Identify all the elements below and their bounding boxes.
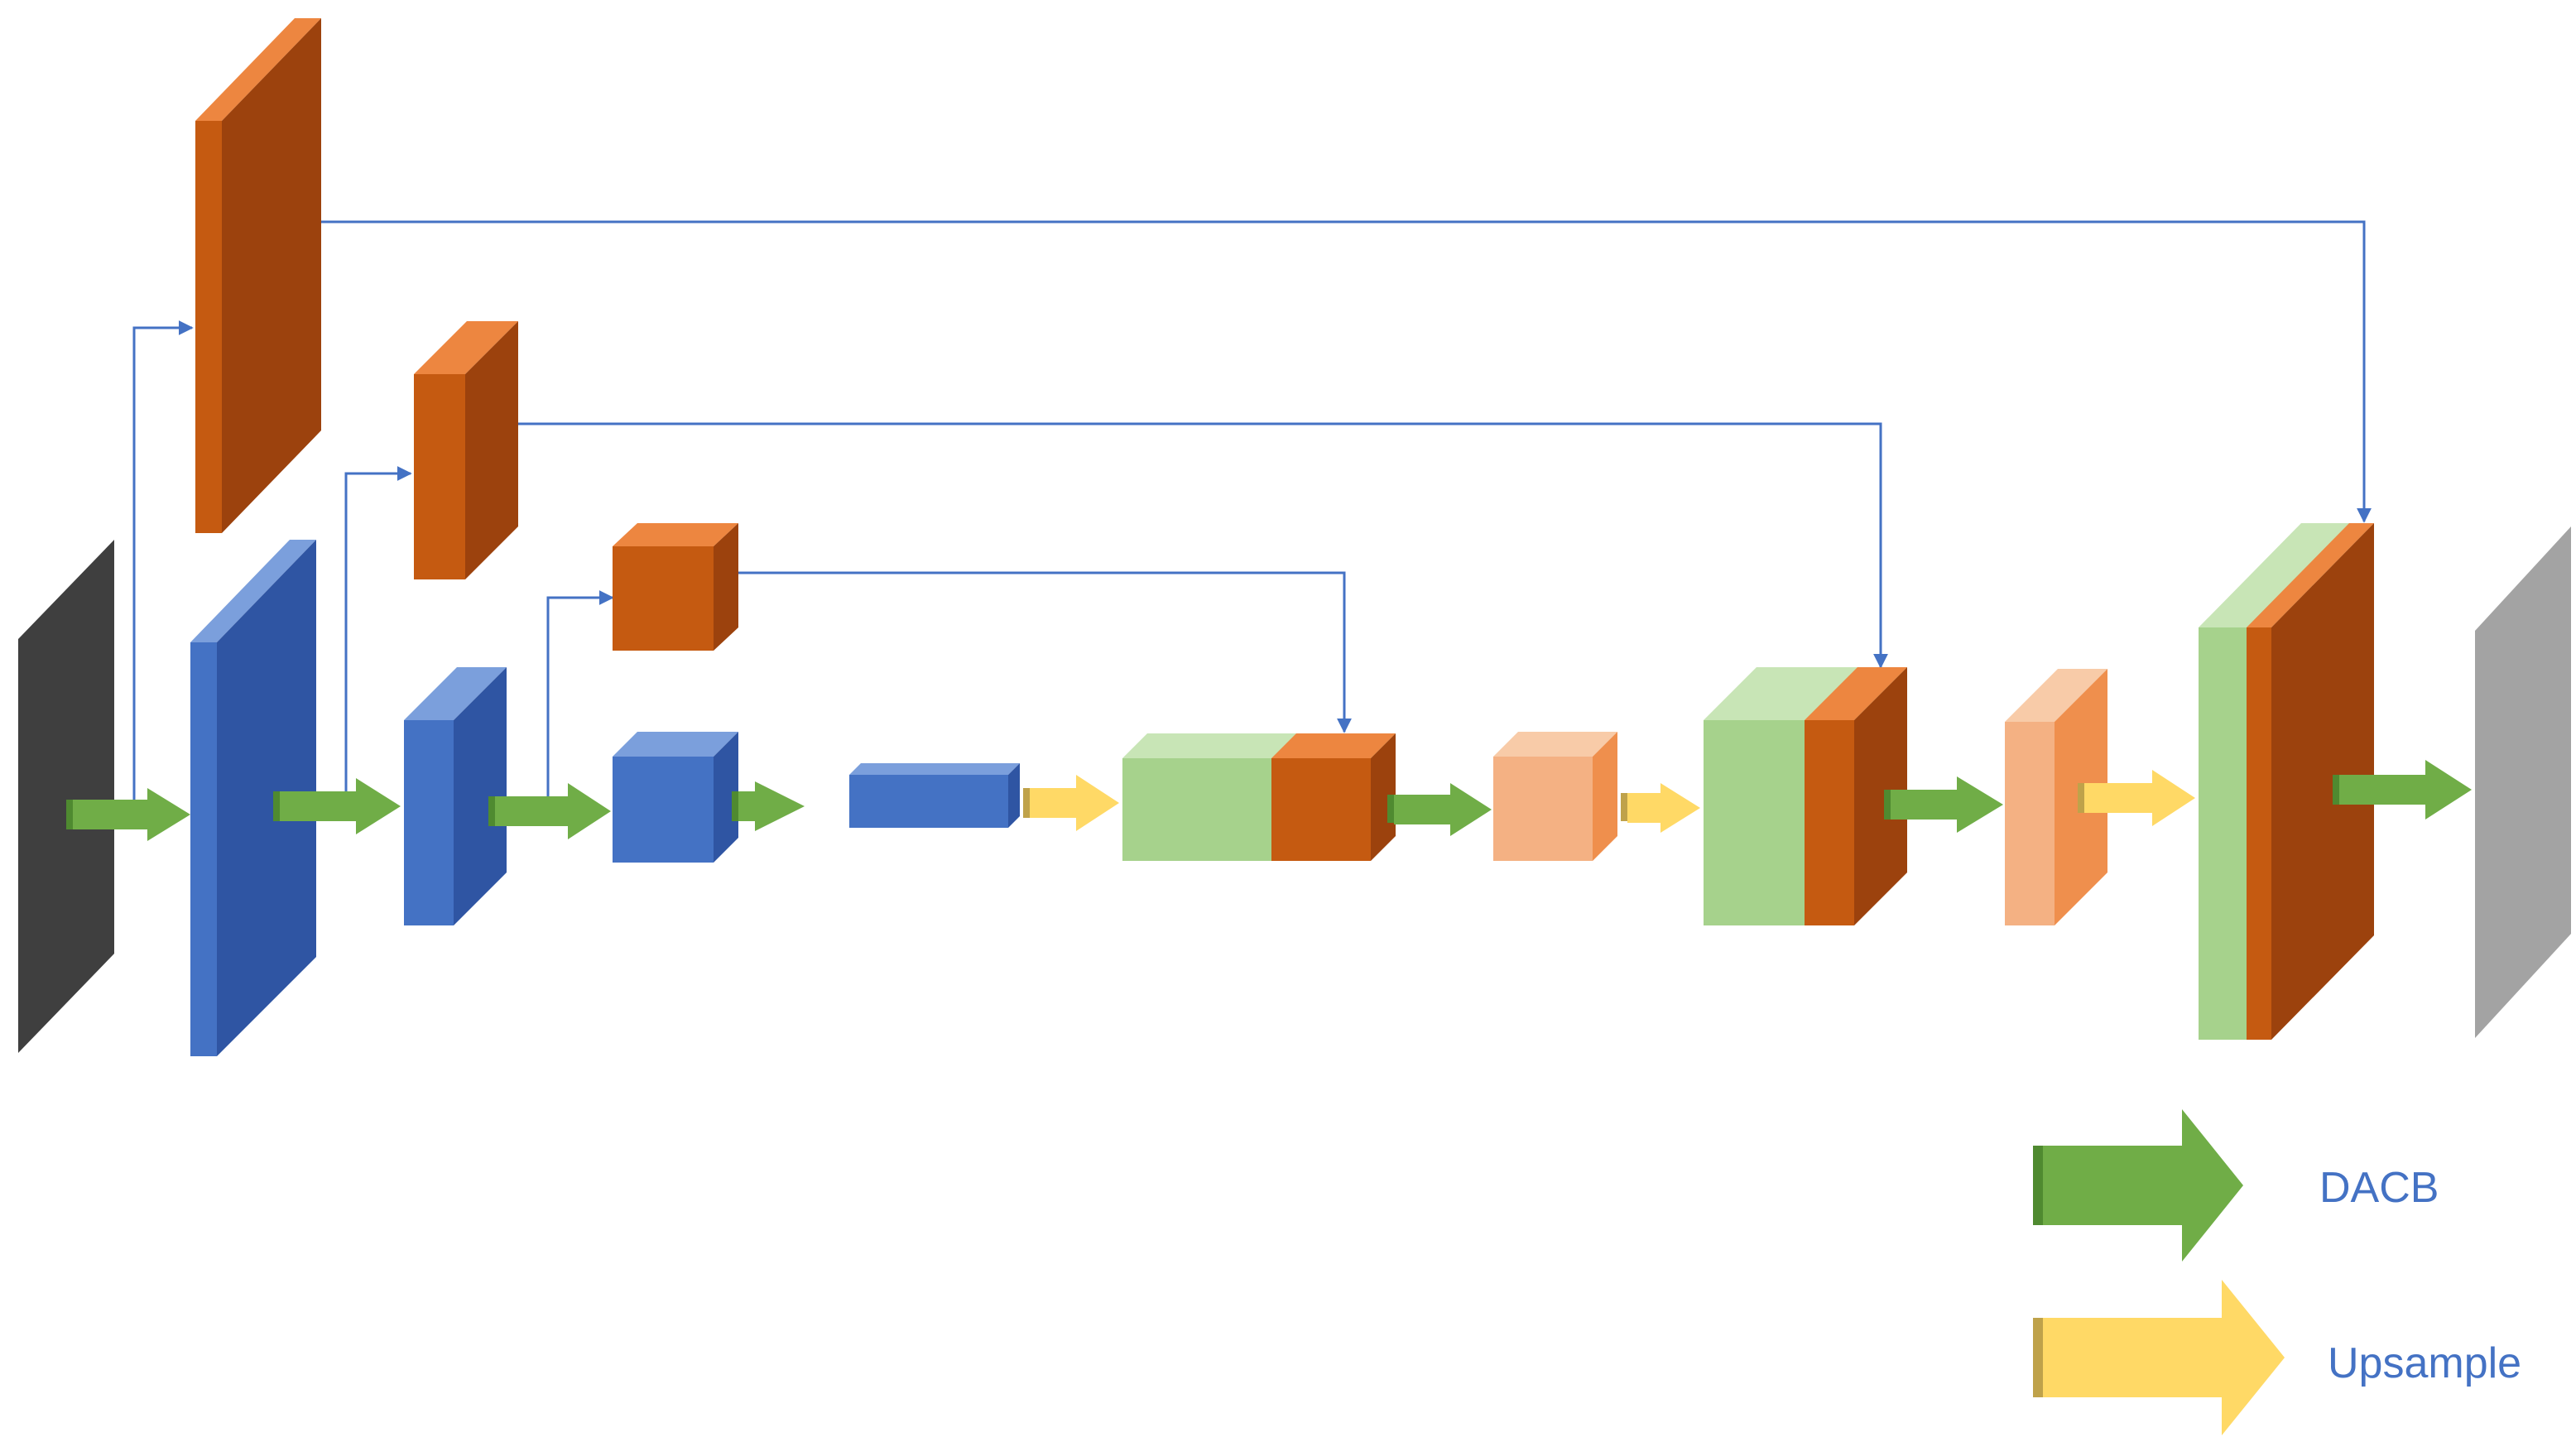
dacb-arrow xyxy=(273,778,401,834)
dacb-arrow xyxy=(2333,760,2472,820)
flow-arrows xyxy=(66,760,2472,841)
dacb-arrow xyxy=(66,788,190,841)
decoder-concat-block-level-2 xyxy=(1704,667,1907,925)
decoder-concat-block-level-3 xyxy=(1122,733,1396,861)
dacb-arrow xyxy=(488,783,611,839)
encoder-block-level-2 xyxy=(404,667,507,925)
upsample-arrow xyxy=(1023,775,1119,831)
decoder-concat-block-level-1 xyxy=(2199,523,2374,1040)
dacb-arrow xyxy=(732,781,805,831)
skip-line-level-3-branch xyxy=(546,590,614,803)
encoder-block-level-1 xyxy=(190,540,316,1056)
skip-line-level-2-bridge xyxy=(513,422,1888,669)
skip-connections xyxy=(132,220,2372,803)
skip-block-level-2 xyxy=(414,321,518,579)
legend-dacb-arrow xyxy=(2033,1109,2243,1262)
upsample-arrow xyxy=(2078,770,2195,826)
dacb-arrow xyxy=(1387,783,1492,836)
legend-upsample-arrow xyxy=(2033,1280,2285,1435)
decoder-block-level-3 xyxy=(1493,732,1617,861)
skip-line-level-1-bridge xyxy=(315,220,2372,523)
skip-block-level-3 xyxy=(613,523,738,651)
encoder-block-level-3 xyxy=(613,732,738,863)
legend-dacb-label: DACB xyxy=(2319,1164,2439,1212)
upsample-arrow xyxy=(1621,783,1700,833)
skip-line-level-2-branch xyxy=(344,466,412,803)
skip-line-level-1-branch xyxy=(132,320,194,803)
output-slab xyxy=(2475,526,2571,1038)
legend: DACB Upsample xyxy=(2033,1109,2521,1435)
bottleneck-block xyxy=(849,763,1020,828)
skip-line-level-3-bridge xyxy=(732,571,1352,733)
skip-block-level-1 xyxy=(195,18,321,533)
legend-upsample-label: Upsample xyxy=(2328,1339,2521,1387)
dacb-arrow xyxy=(1884,776,2003,833)
input-slab xyxy=(18,540,114,1053)
